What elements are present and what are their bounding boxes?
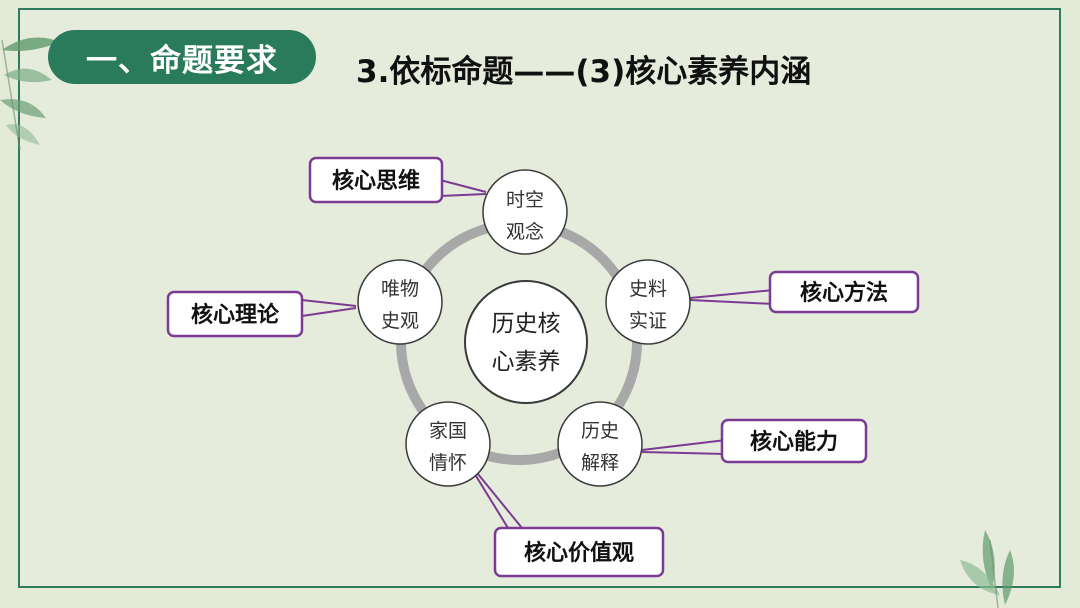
callout-hexin-nengli: 核心能力 [720,418,868,464]
bamboo-leaf-icon [960,530,1014,608]
callout-label: 核心思维 [332,168,420,194]
node-shikong-guannian: 时空 观念 [482,169,568,255]
callout-label: 核心能力 [750,429,838,455]
section-label-text: 一、命题要求 [86,42,278,79]
node-line1: 家国 [429,420,467,442]
node-line2: 解释 [581,452,619,474]
node-jiaguo-qinghuai: 家国 情怀 [405,401,491,487]
node-line1: 时空 [506,189,544,211]
bamboo-leaf-icon [0,37,60,151]
center-node-line1: 历史核 [492,311,561,337]
callout-hexin-siwei: 核心思维 [308,156,444,204]
connector-line [301,299,357,317]
node-line2: 实证 [629,310,667,332]
node-line2: 情怀 [429,452,467,474]
callout-label: 核心理论 [191,302,280,328]
node-shiliao-shizheng: 史料 实证 [605,259,691,345]
center-node: 历史核 心素养 [464,280,588,404]
node-line2: 观念 [506,220,544,243]
slide-title: 3.依标命题——(3)核心素养内涵 [356,54,812,90]
node-line1: 唯物 [381,278,419,300]
node-line1: 史料 [629,278,667,300]
connector-line [641,439,727,455]
callout-label: 核心价值观 [524,540,634,566]
center-node-line2: 心素养 [492,349,561,375]
section-label: 一、命题要求 [48,30,316,84]
connector-line [439,179,487,197]
node-line1: 历史 [581,420,619,442]
callout-hexin-jiazhiguan: 核心价值观 [493,526,665,578]
callout-label: 核心方法 [800,280,888,306]
node-line2: 史观 [381,310,419,332]
connector-line [475,473,523,529]
callout-hexin-fangfa: 核心方法 [768,270,920,314]
connector-line [689,289,775,305]
node-weiwu-shiguan: 唯物 史观 [357,259,443,345]
node-lishi-jieshi: 历史 解释 [557,401,643,487]
callout-hexin-lilun: 核心理论 [166,290,304,338]
